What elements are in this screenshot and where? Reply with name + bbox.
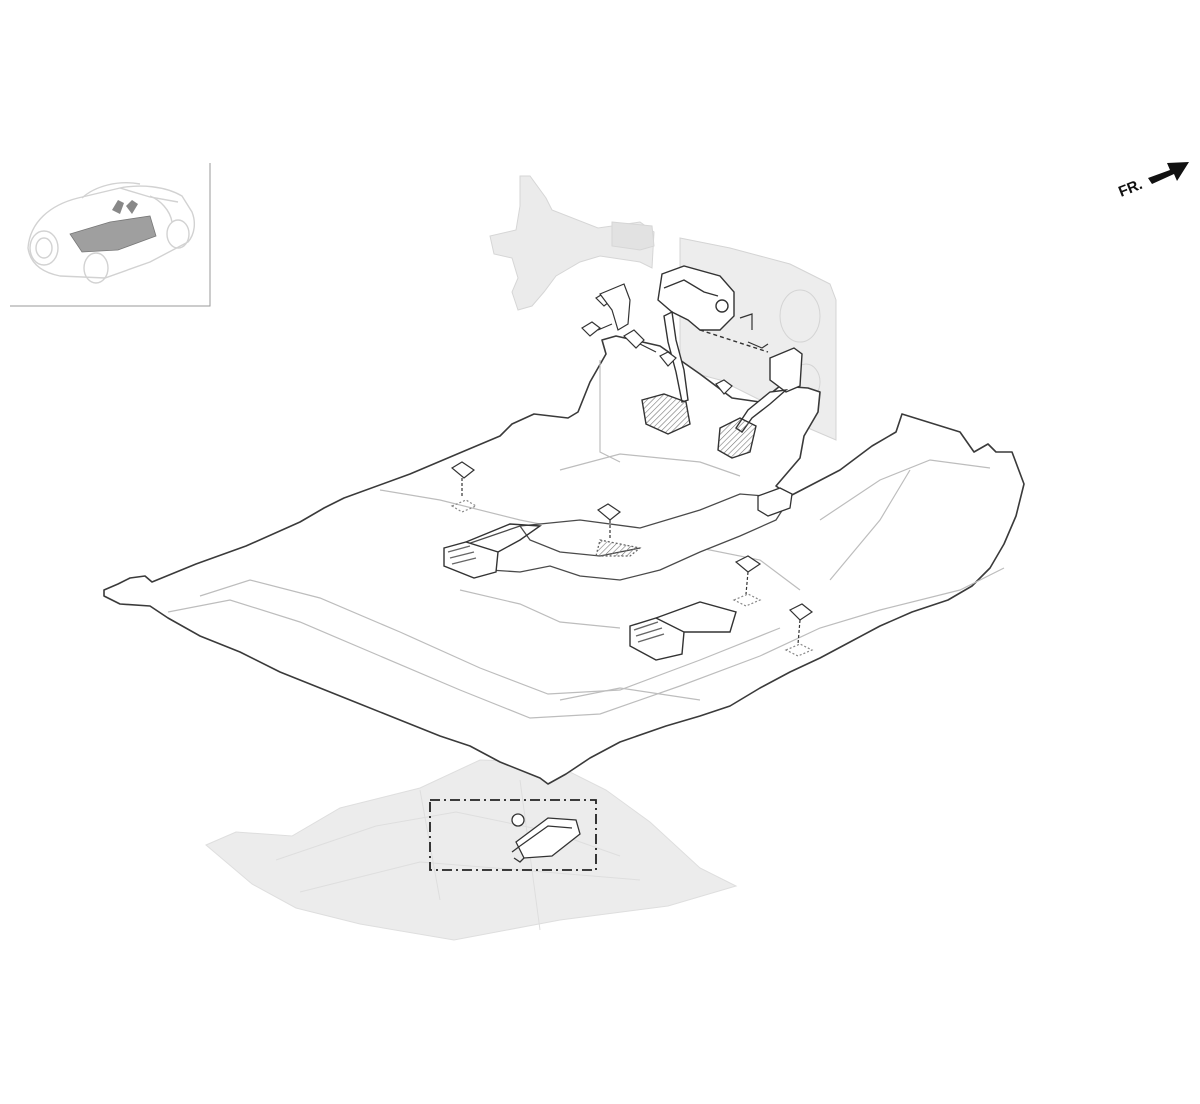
arrow-right-up-icon	[1148, 162, 1189, 184]
floor-clip-2	[596, 503, 622, 540]
inset-frame	[10, 163, 211, 307]
fasteners	[581, 283, 769, 395]
front-direction-label: FR.	[1116, 176, 1145, 201]
rear-duct-right	[629, 601, 737, 661]
bracket-plate-icon	[599, 283, 631, 331]
control-module-icon	[511, 813, 581, 863]
car-silhouette-icon	[27, 182, 196, 284]
accel-pedal-pad-icon	[717, 417, 757, 459]
accel-pedal-mount	[769, 347, 803, 393]
front-direction-indicator: FR.	[1116, 162, 1189, 201]
locator-inset	[10, 163, 211, 307]
floor-clip-1	[450, 461, 478, 513]
pedal-bracket	[657, 265, 735, 331]
floor-clip-3	[732, 555, 762, 607]
inset-floor-highlight	[69, 200, 157, 253]
ghost-dash-frame	[489, 175, 655, 311]
detail-callout-box	[429, 799, 597, 871]
nut-icon	[715, 379, 733, 395]
clip-icon	[739, 313, 769, 349]
rear-bracket	[757, 487, 793, 517]
bolt-icon	[581, 321, 613, 337]
switch-icon	[623, 329, 657, 353]
floor-clip-4	[784, 603, 814, 657]
nut-icon	[659, 351, 677, 367]
module-nut-icon	[511, 813, 525, 827]
rear-duct-left	[443, 523, 543, 579]
brake-pedal-pad-icon	[641, 393, 691, 435]
callout-frame	[429, 799, 597, 871]
ghost-underbody-floor	[205, 759, 738, 941]
pedal-assembly	[641, 265, 803, 459]
